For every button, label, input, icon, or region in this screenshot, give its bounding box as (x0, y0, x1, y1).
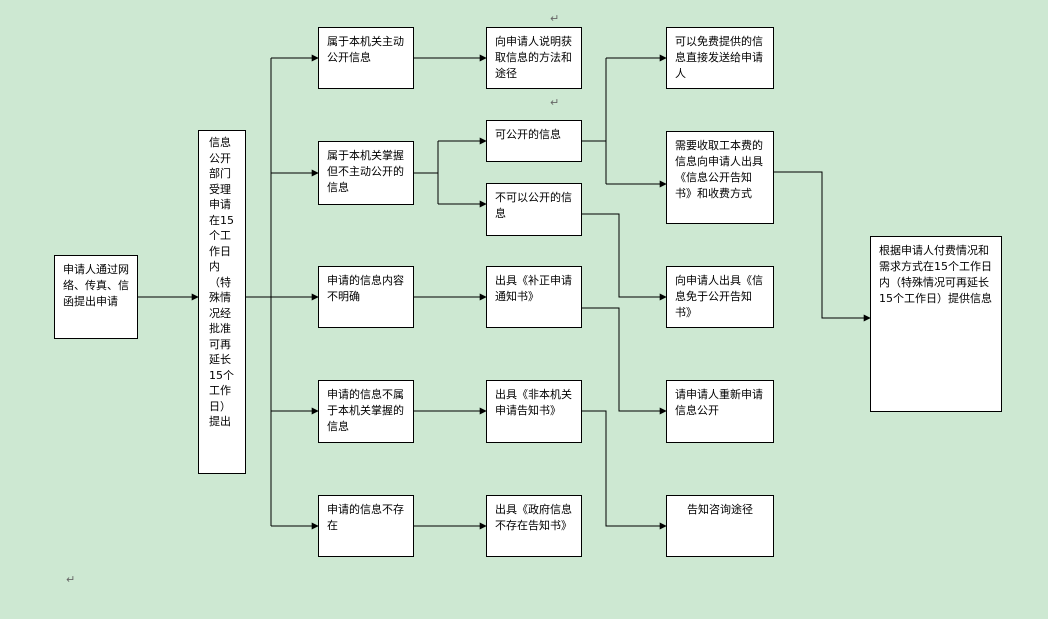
final-box: 根据申请人付费情况和需求方式在15个工作日内（特殊情况可再延长15个工作日）提供… (870, 236, 1002, 412)
paragraph-mark-icon: ↵ (550, 12, 560, 25)
active-box: 属于本机关主动公开信息 (318, 27, 414, 89)
dept-box: 信息公开部门受理申请在15个工作日内（特殊情况经批准可再延长15个工作日）提出 (198, 130, 246, 474)
paragraph-mark-icon: ↵ (550, 96, 560, 109)
not-held-text: 申请的信息不属于本机关掌握的信息 (327, 388, 404, 433)
start-box: 申请人通过网络、传真、信函提出申请 (54, 255, 138, 339)
not-exist-text: 申请的信息不存在 (327, 503, 404, 532)
fee-charge-box: 需要收取工本费的信息向申请人出具《信息公开告知书》和收费方式 (666, 131, 774, 224)
not-exist-notice-text: 出具《政府信息不存在告知书》 (495, 503, 572, 532)
unclear-text: 申请的信息内容不明确 (327, 274, 404, 303)
exempt-notice-box: 向申请人出具《信息免于公开告知书》 (666, 266, 774, 328)
not-exist-box: 申请的信息不存在 (318, 495, 414, 557)
active-text: 属于本机关主动公开信息 (327, 35, 404, 64)
hold-not-active-box: 属于本机关掌握但不主动公开的信息 (318, 141, 414, 205)
cannot-open-box: 不可以公开的信息 (486, 183, 582, 236)
not-this-agency-box: 出具《非本机关申请告知书》 (486, 380, 582, 443)
reapply-box: 请申请人重新申请信息公开 (666, 380, 774, 443)
reapply-text: 请申请人重新申请信息公开 (675, 388, 763, 417)
can-open-box: 可公开的信息 (486, 120, 582, 162)
hold-not-active-text: 属于本机关掌握但不主动公开的信息 (327, 149, 404, 194)
consult-box: 告知咨询途径 (666, 495, 774, 557)
unclear-box: 申请的信息内容不明确 (318, 266, 414, 328)
not-held-box: 申请的信息不属于本机关掌握的信息 (318, 380, 414, 443)
not-exist-notice-box: 出具《政府信息不存在告知书》 (486, 495, 582, 557)
can-open-text: 可公开的信息 (495, 128, 561, 141)
cannot-open-text: 不可以公开的信息 (495, 191, 572, 220)
supplement-box: 出具《补正申请通知书》 (486, 266, 582, 328)
consult-text: 告知咨询途径 (687, 503, 753, 516)
supplement-text: 出具《补正申请通知书》 (495, 274, 572, 303)
fee-charge-text: 需要收取工本费的信息向申请人出具《信息公开告知书》和收费方式 (675, 139, 763, 200)
free-send-text: 可以免费提供的信息直接发送给申请人 (675, 35, 763, 80)
paragraph-mark-icon: ↵ (66, 573, 76, 586)
explain-box: 向申请人说明获取信息的方法和途径 (486, 27, 582, 89)
dept-text: 信息公开部门受理申请在15个工作日内（特殊情况经批准可再延长15个工作日）提出 (209, 136, 234, 428)
exempt-notice-text: 向申请人出具《信息免于公开告知书》 (675, 274, 763, 319)
free-send-box: 可以免费提供的信息直接发送给申请人 (666, 27, 774, 89)
final-text: 根据申请人付费情况和需求方式在15个工作日内（特殊情况可再延长15个工作日）提供… (879, 244, 992, 305)
explain-text: 向申请人说明获取信息的方法和途径 (495, 35, 572, 80)
not-this-agency-text: 出具《非本机关申请告知书》 (495, 388, 572, 417)
start-text: 申请人通过网络、传真、信函提出申请 (63, 263, 129, 308)
